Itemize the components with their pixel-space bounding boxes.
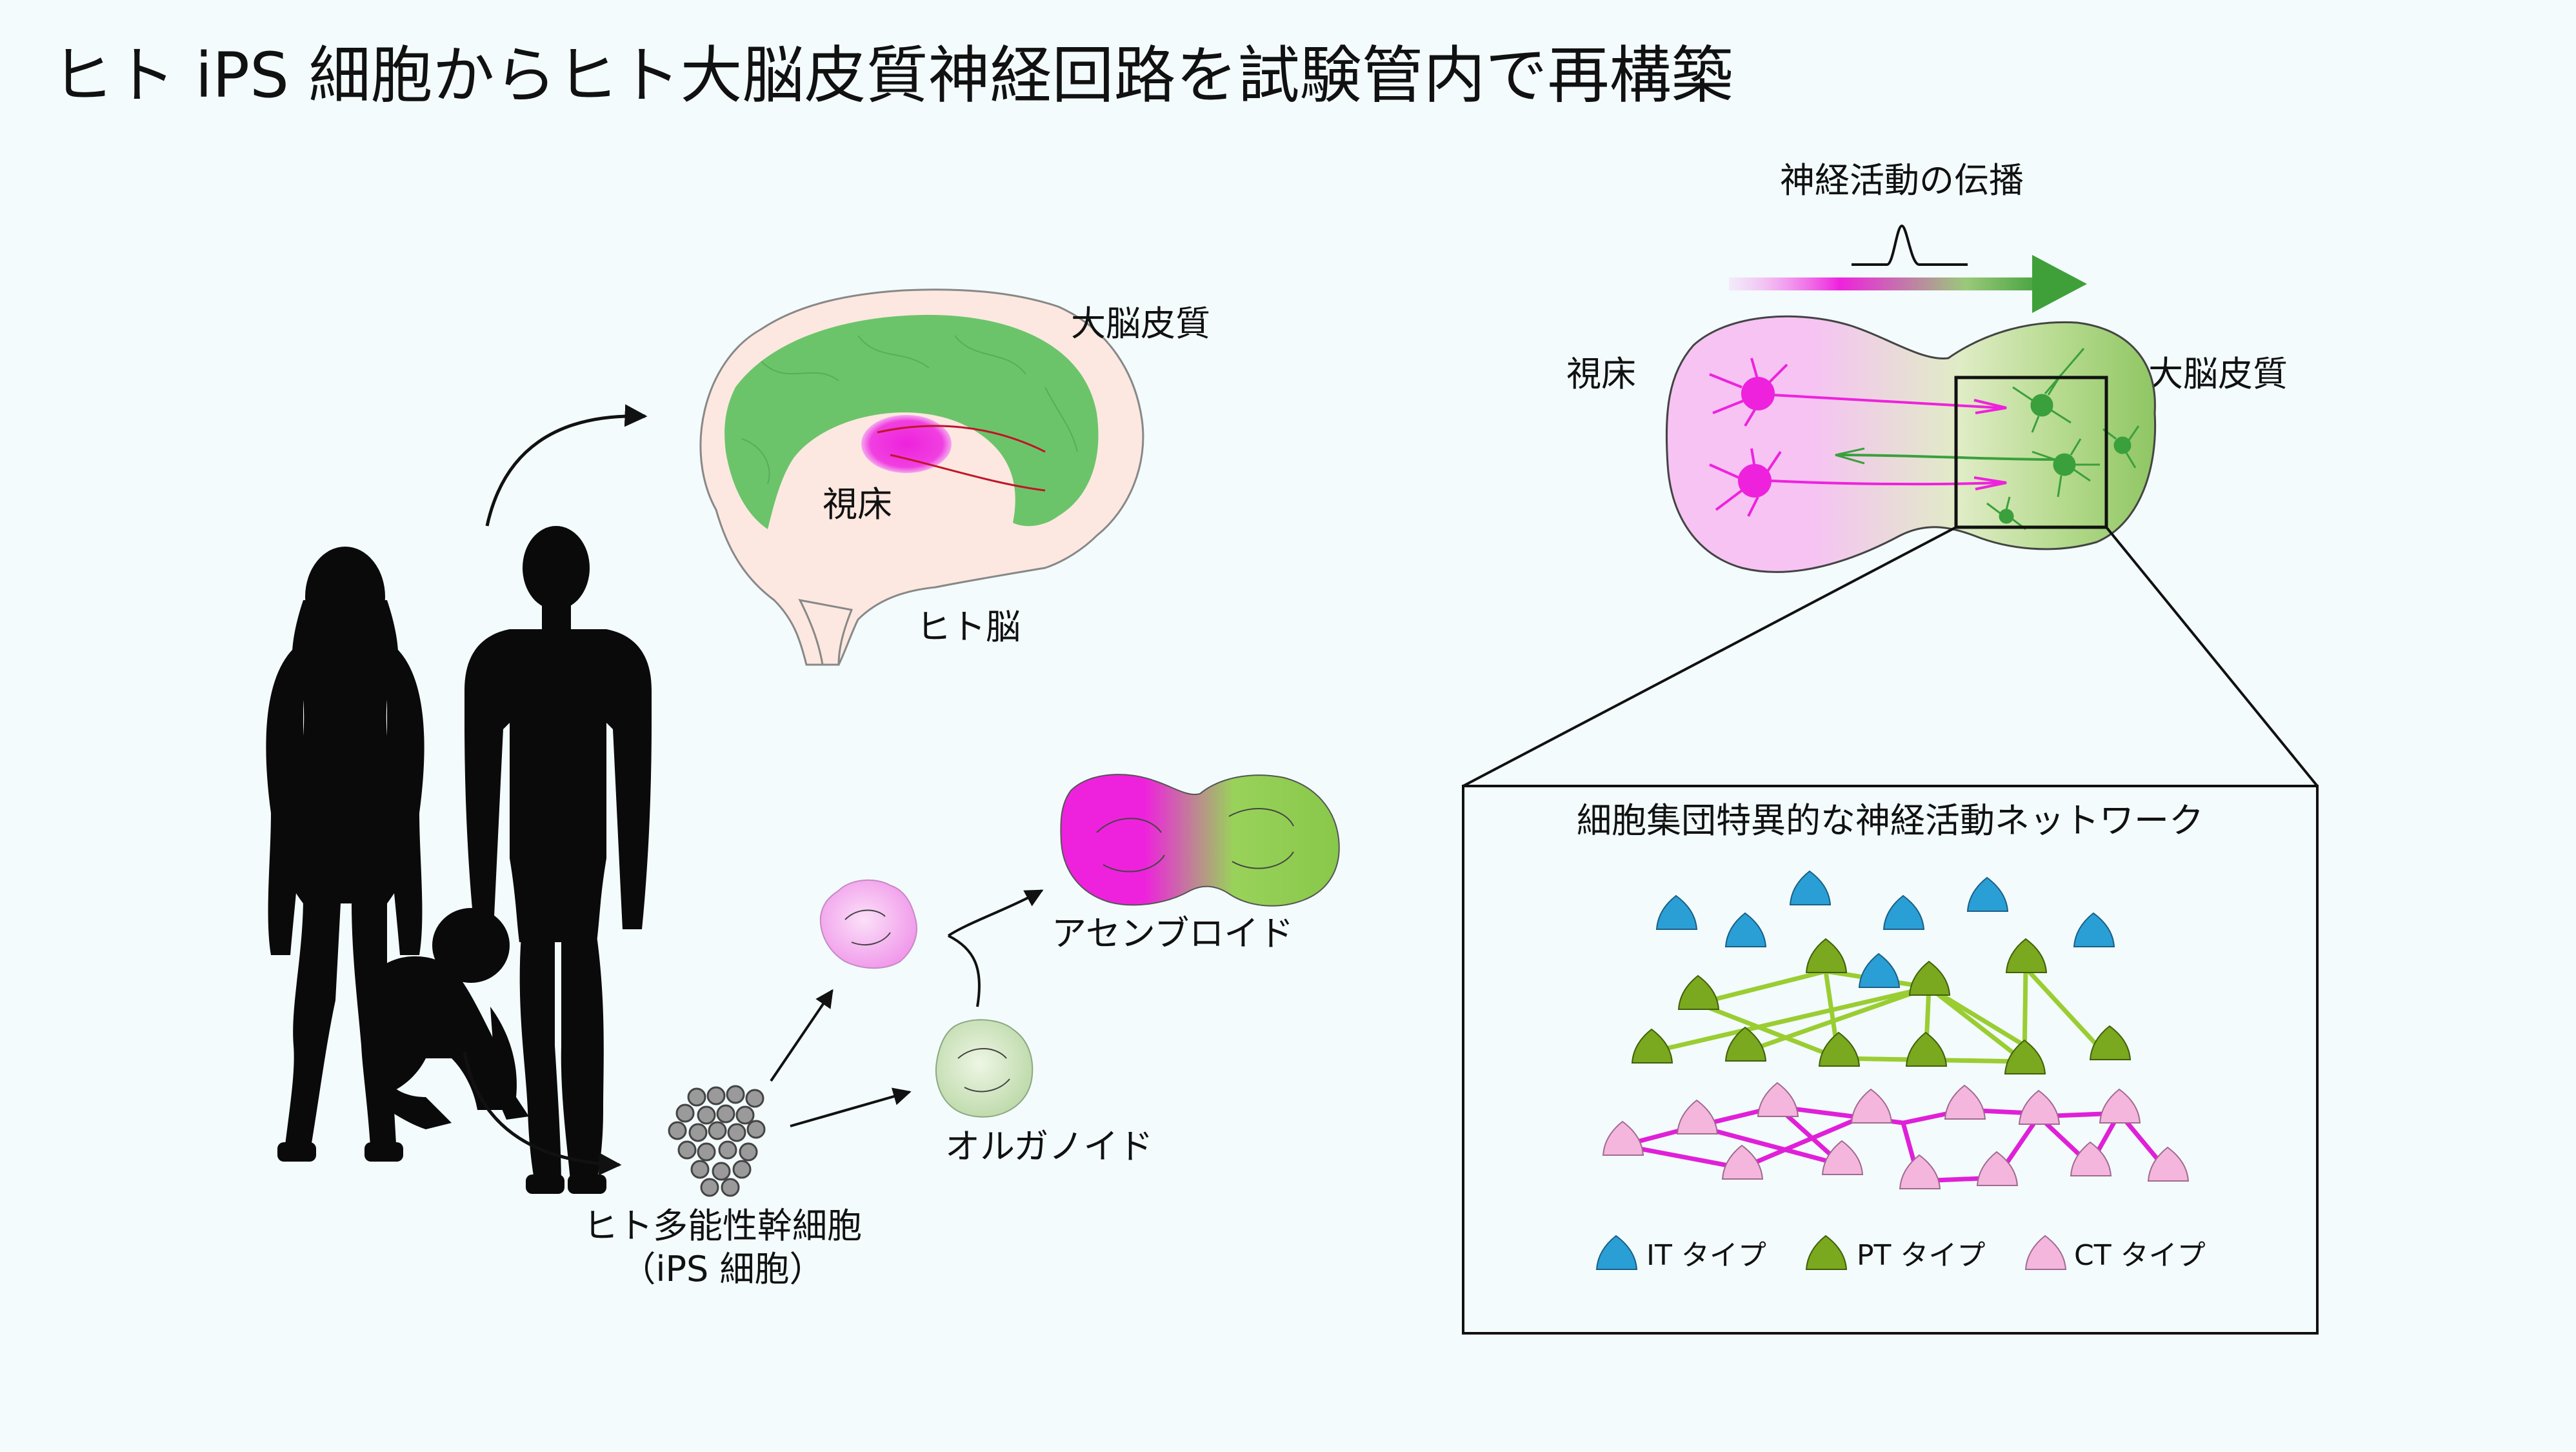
assembloid-label: アセンブロイド <box>1052 913 1293 954</box>
brain-cortex-label: 大脳皮質 <box>1071 303 1210 344</box>
propagation-arrow <box>1729 255 2087 313</box>
brain-thalamus-label: 視床 <box>823 484 892 525</box>
zoom-line-left <box>1463 526 1957 787</box>
legend-item-ct: CT タイプ <box>2024 1235 2206 1272</box>
human-brain <box>699 288 1144 666</box>
pt-neurons <box>1631 938 2132 1074</box>
prop-cortex-label: 大脳皮質 <box>2148 354 2288 394</box>
human-silhouettes <box>266 526 652 1194</box>
baby-silhouette <box>364 908 529 1129</box>
zoom-box <box>1954 376 2108 529</box>
it-neurons <box>1655 870 2115 988</box>
brain-label: ヒト脳 <box>916 607 1021 647</box>
zoom-line-right <box>2105 526 2319 787</box>
legend-label-it: IT タイプ <box>1646 1239 1766 1272</box>
ips-label-line1: ヒト多能性幹細胞 <box>583 1205 862 1246</box>
arrow-to-ips <box>463 1051 622 1176</box>
assembloid <box>1060 774 1340 907</box>
arrow-to-brain <box>485 404 648 527</box>
thalamic-neurons <box>1709 358 2007 517</box>
prop-thalamus-label: 視床 <box>1566 354 1636 394</box>
organoid-label: オルガノイド <box>945 1126 1153 1167</box>
legend-item-pt: PT タイプ <box>1805 1235 1985 1272</box>
network-title: 細胞集団特異的な神経活動ネットワーク <box>1577 800 2204 841</box>
arrow-ips-to-green-organoid <box>790 1087 912 1127</box>
propagation-label: 神経活動の伝播 <box>1780 160 2024 201</box>
pink-organoid <box>819 879 917 969</box>
spike-waveform <box>1852 224 1968 266</box>
legend-marker-ct <box>2024 1235 2067 1270</box>
page-title: ヒト iPS 細胞からヒト大脳皮質神経回路を試験管内で再構築 <box>52 39 1733 112</box>
woman-silhouette <box>266 547 424 1162</box>
legend-marker-it <box>1595 1235 1638 1270</box>
cortical-neurons <box>1835 348 2140 530</box>
network-panel: 細胞集団特異的な神経活動ネットワーク <box>1462 785 2319 1335</box>
ips-cell-cluster <box>668 1085 766 1197</box>
legend-label-pt: PT タイプ <box>1857 1239 1985 1272</box>
ct-neurons <box>1602 1082 2190 1189</box>
man-silhouette <box>464 526 652 1194</box>
legend: IT タイプ PT タイプ CT タイプ <box>1595 1235 2206 1272</box>
ips-label-line2: （iPS 細胞） <box>621 1249 824 1289</box>
arrow-to-assembloid <box>947 891 1042 1007</box>
legend-marker-pt <box>1805 1235 1848 1270</box>
green-organoid <box>935 1019 1033 1118</box>
legend-item-it: IT タイプ <box>1595 1235 1766 1272</box>
arrow-ips-to-pink-organoid <box>770 989 834 1082</box>
propagation-blob <box>1665 315 2157 573</box>
legend-label-ct: CT タイプ <box>2074 1239 2206 1272</box>
